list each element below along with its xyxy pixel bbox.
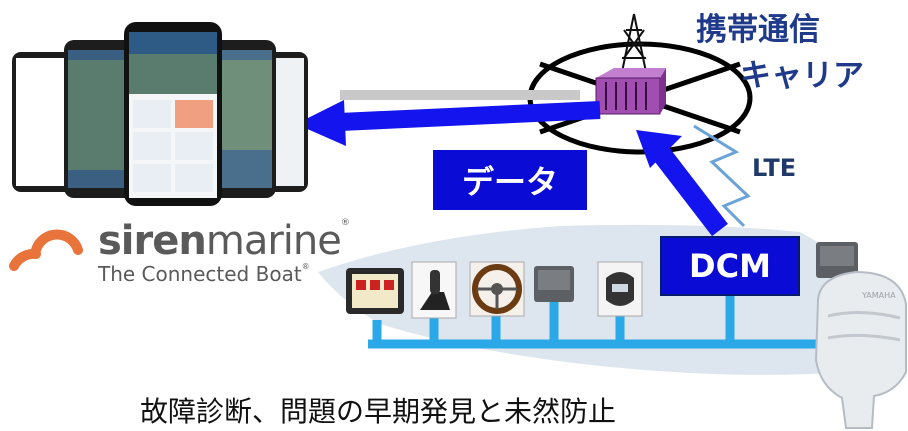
brand-name-light: marine	[205, 218, 342, 264]
brand-tagline-text: The Connected Boat	[98, 262, 302, 286]
throttle-icon	[411, 261, 457, 319]
dcm-box: DCM	[660, 236, 800, 296]
brand-trademark: ®	[340, 218, 350, 228]
display-icon	[346, 268, 404, 314]
data-box: データ	[433, 150, 587, 210]
ecu-module-icon-2	[816, 242, 858, 278]
engine-brand: YAMAHA	[861, 291, 896, 300]
carrier-label-line2: キャリア	[740, 58, 864, 94]
outboard-engine-icon: YAMAHA	[814, 270, 907, 429]
ecu-module-icon	[534, 266, 574, 302]
onboard-bus	[368, 296, 830, 349]
brand-tagline: The Connected Boat®	[98, 262, 310, 286]
lightning-link-icon	[693, 124, 751, 228]
siren-logo-icon	[9, 229, 83, 271]
brand-name-bold: siren	[98, 218, 207, 264]
lte-label: LTE	[752, 154, 797, 182]
remote-icon	[597, 261, 643, 317]
brand-tagline-mark: ®	[301, 262, 310, 271]
cell-tower-icon	[621, 13, 647, 73]
steering-wheel-icon	[469, 261, 525, 317]
data-flow-arrows	[296, 100, 728, 237]
dcm-box-label: DCM	[689, 247, 771, 285]
caption: 故障診断、問題の早期発見と未然防止	[140, 395, 617, 428]
data-box-label: データ	[461, 163, 558, 201]
brand-wordmark: sirenmarine®	[98, 218, 350, 264]
smartphone-icon	[12, 22, 308, 206]
antenna-icon	[595, 68, 666, 115]
grey-link	[340, 90, 580, 100]
carrier-label-line1: 携帯通信	[696, 12, 820, 48]
